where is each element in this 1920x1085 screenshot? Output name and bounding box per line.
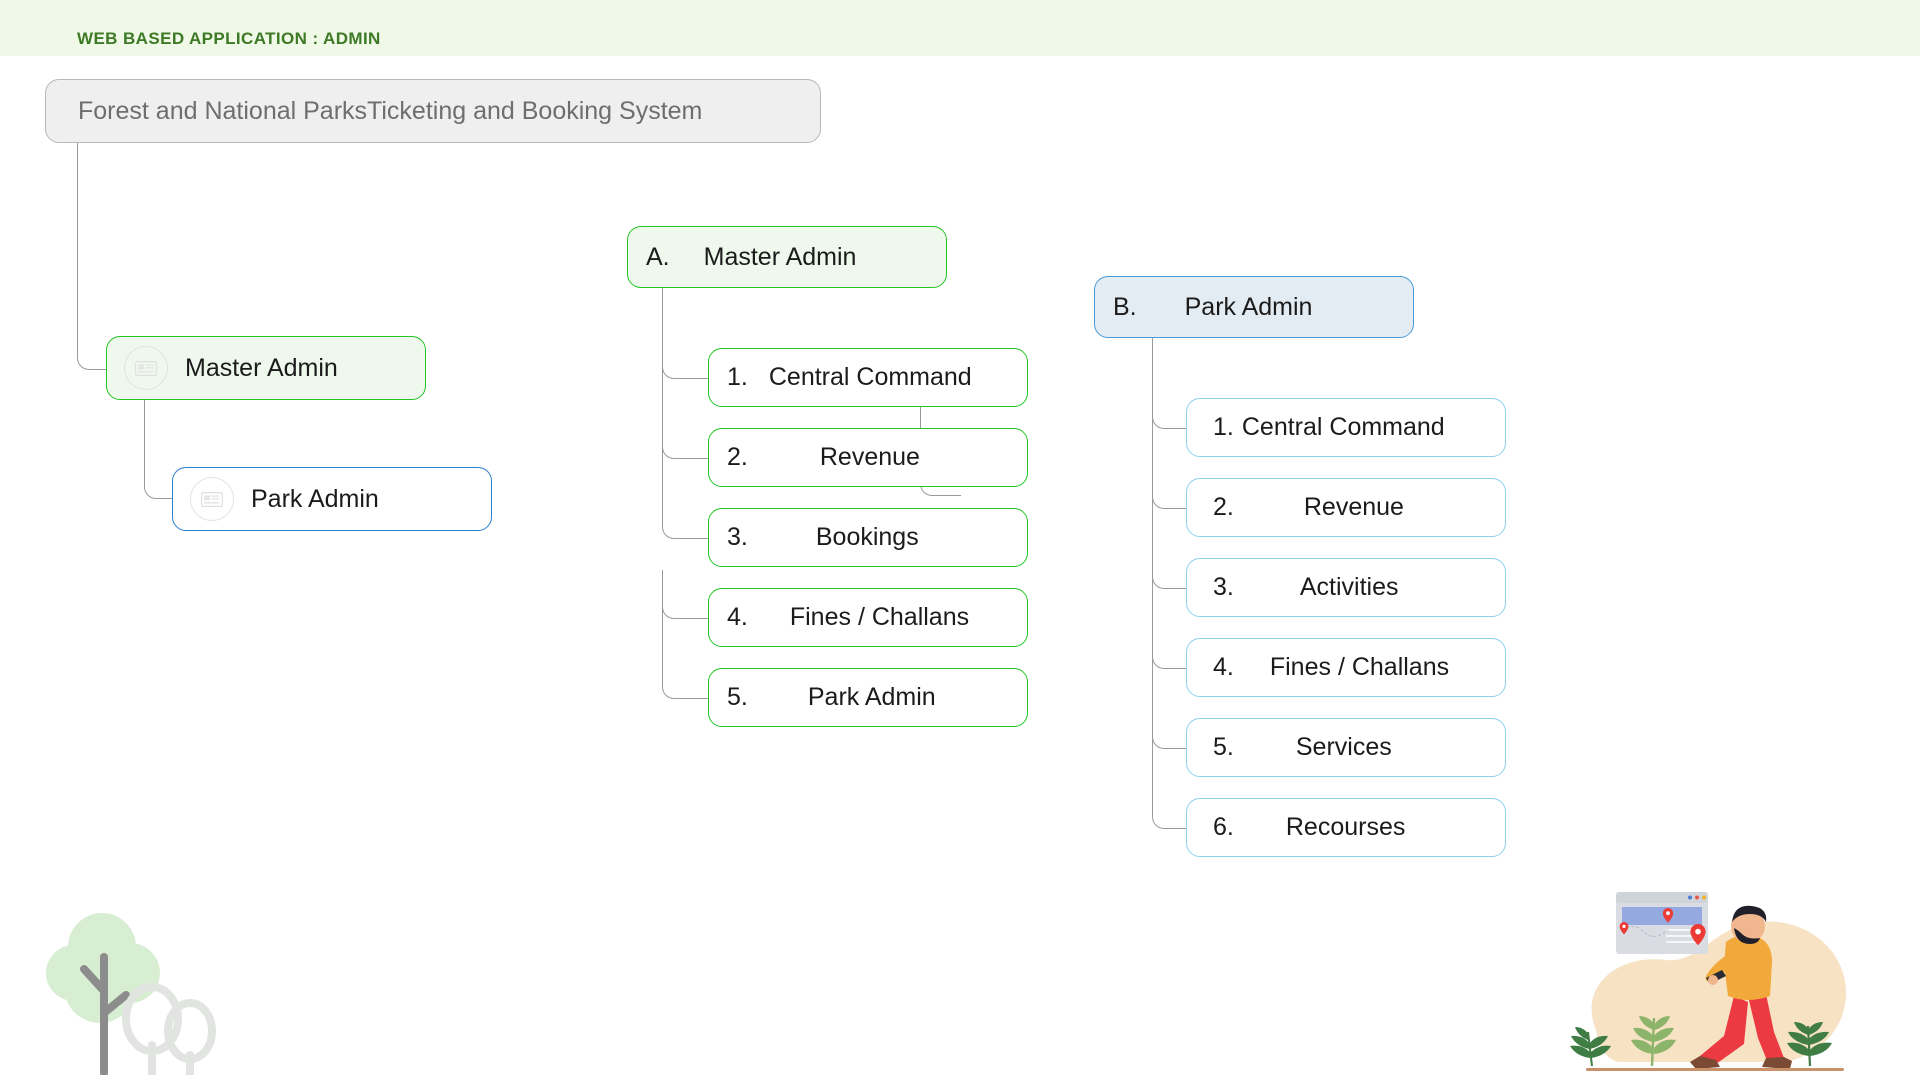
column-header-master-admin[interactable]: A. Master Admin bbox=[627, 226, 947, 288]
item-a-2-label: Revenue bbox=[819, 443, 920, 471]
item-b-3-number: 3. bbox=[1213, 573, 1234, 601]
item-a-5-number: 5. bbox=[727, 683, 748, 711]
item-b-1[interactable]: 1. Central Command bbox=[1186, 398, 1506, 457]
id-card-icon bbox=[124, 346, 168, 390]
item-b-5-label: Services bbox=[1295, 733, 1392, 761]
item-b-5[interactable]: 5. Services bbox=[1186, 718, 1506, 777]
item-b-6-label: Recourses bbox=[1285, 813, 1406, 841]
person-with-map-illustration bbox=[1548, 868, 1868, 1080]
item-a-5[interactable]: 5. Park Admin bbox=[708, 668, 1028, 727]
root-title-box: Forest and National ParksTicketing and B… bbox=[45, 79, 821, 143]
item-a-1-label: Central Command bbox=[768, 363, 972, 391]
item-b-3-label: Activities bbox=[1299, 573, 1399, 601]
item-a-4-number: 4. bbox=[727, 603, 748, 631]
connector-b-item-6 bbox=[1152, 338, 1187, 829]
column-header-key: A. bbox=[646, 242, 670, 271]
item-b-4[interactable]: 4. Fines / Challans bbox=[1186, 638, 1506, 697]
item-b-2[interactable]: 2. Revenue bbox=[1186, 478, 1506, 537]
item-a-5-label: Park Admin bbox=[807, 683, 936, 711]
item-a-1-number: 1. bbox=[727, 363, 748, 391]
item-a-4-label: Fines / Challans bbox=[789, 603, 970, 631]
item-a-3[interactable]: 3. Bookings bbox=[708, 508, 1028, 567]
connector-master-admin-to-park-admin bbox=[144, 398, 175, 499]
item-a-3-label: Bookings bbox=[815, 523, 919, 551]
item-b-4-label: Fines / Challans bbox=[1269, 653, 1450, 681]
item-b-1-label: Central Command bbox=[1241, 413, 1445, 441]
item-b-6[interactable]: 6. Recourses bbox=[1186, 798, 1506, 857]
node-master-admin[interactable]: Master Admin bbox=[106, 336, 426, 400]
node-park-admin[interactable]: Park Admin bbox=[172, 467, 492, 531]
item-b-3[interactable]: 3. Activities bbox=[1186, 558, 1506, 617]
item-a-2-number: 2. bbox=[727, 443, 748, 471]
item-b-1-number: 1. bbox=[1213, 413, 1234, 441]
connector-a-item-5 bbox=[662, 570, 709, 699]
item-b-2-label: Revenue bbox=[1303, 493, 1404, 521]
item-b-4-number: 4. bbox=[1213, 653, 1234, 681]
node-park-admin-label: Park Admin bbox=[251, 484, 379, 513]
tree-watermark-icon bbox=[40, 895, 240, 1079]
node-master-admin-label: Master Admin bbox=[185, 353, 338, 382]
connector-a-item-3 bbox=[662, 288, 709, 539]
column-header-label: Master Admin bbox=[703, 242, 857, 271]
column-header-key: B. bbox=[1113, 292, 1137, 321]
item-b-2-number: 2. bbox=[1213, 493, 1234, 521]
item-b-6-number: 6. bbox=[1213, 813, 1234, 841]
id-card-icon bbox=[190, 477, 234, 521]
header-band bbox=[0, 0, 1920, 56]
item-a-4[interactable]: 4. Fines / Challans bbox=[708, 588, 1028, 647]
column-header-label: Park Admin bbox=[1184, 292, 1313, 321]
item-a-3-number: 3. bbox=[727, 523, 748, 551]
connector-root-to-master-admin bbox=[77, 143, 108, 370]
item-b-5-number: 5. bbox=[1213, 733, 1234, 761]
item-a-1[interactable]: 1. Central Command bbox=[708, 348, 1028, 407]
root-title-label: Forest and National ParksTicketing and B… bbox=[78, 96, 703, 125]
column-header-park-admin[interactable]: B. Park Admin bbox=[1094, 276, 1414, 338]
item-a-2[interactable]: 2. Revenue bbox=[708, 428, 1028, 487]
page-title: WEB BASED APPLICATION : ADMIN bbox=[77, 29, 381, 48]
